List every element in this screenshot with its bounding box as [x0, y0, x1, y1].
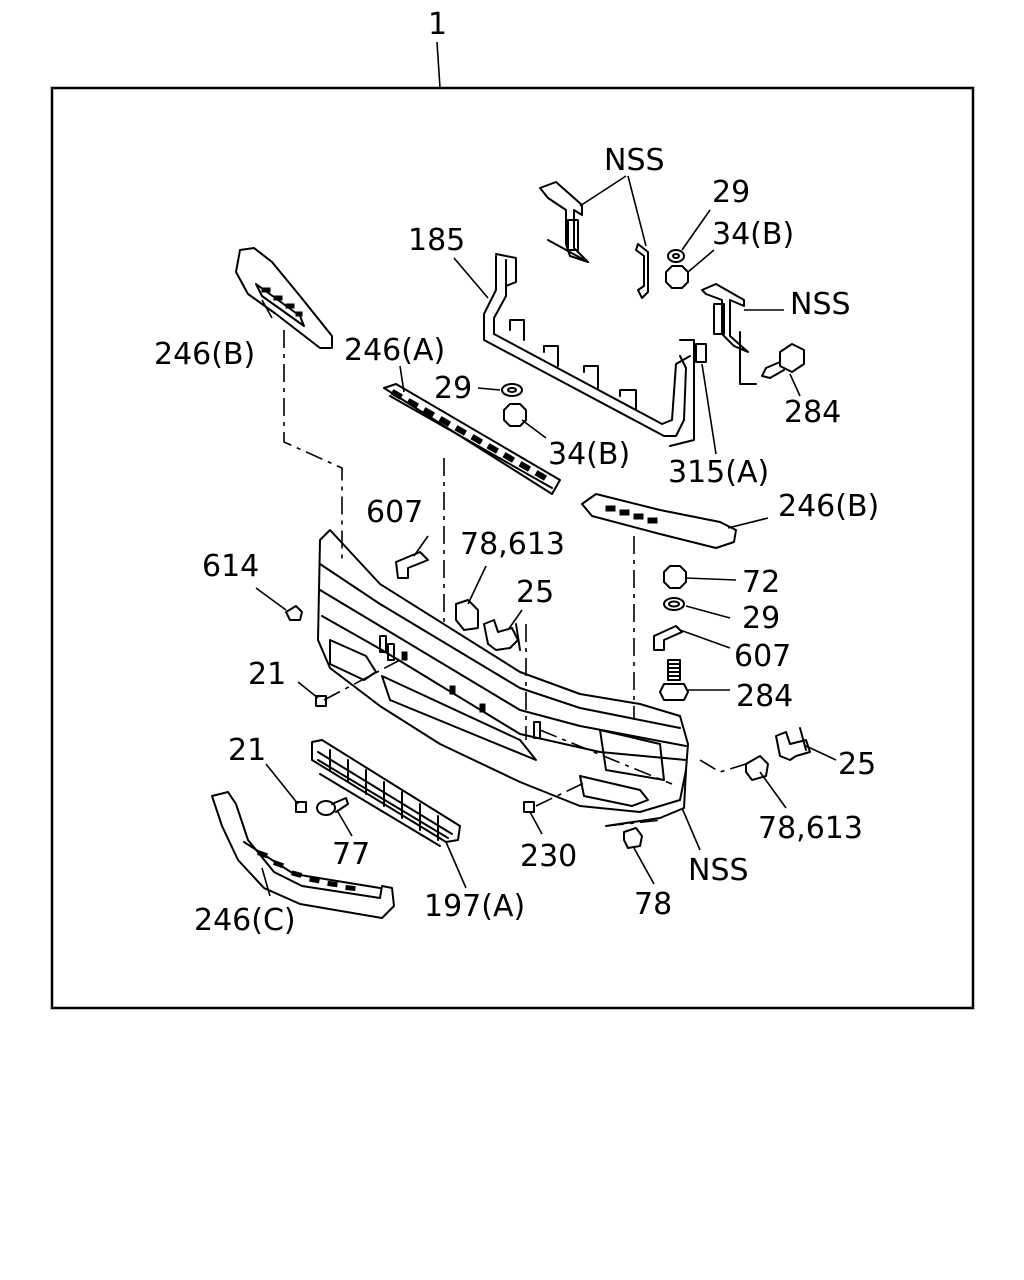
- lower-grille-197a: [311, 739, 461, 847]
- nss-bracket-right: [701, 283, 757, 385]
- label-284-top: 284: [784, 395, 841, 430]
- label-77: 77: [332, 837, 370, 872]
- bolt-284-top: [761, 343, 805, 379]
- nss-bracket-upper: [539, 181, 589, 263]
- phantom-lines: [283, 330, 747, 827]
- bracket-607-right: [653, 625, 683, 651]
- leader-lines: [255, 175, 837, 897]
- label-25-right: 25: [838, 747, 876, 782]
- plate-bracket-78-613-mid: [455, 599, 479, 631]
- label-78-bottom: 78: [634, 887, 672, 922]
- plate-bracket-78-613-right: [745, 755, 769, 781]
- label-25-mid: 25: [516, 575, 554, 610]
- label-nss-right: NSS: [790, 287, 851, 322]
- label-246b-right: 246(B): [778, 489, 879, 524]
- washer-29-mid: [501, 383, 523, 397]
- bracket-607-left: [395, 551, 429, 579]
- label-607-left: 607: [366, 495, 423, 530]
- label-29-mid: 29: [434, 371, 472, 406]
- bracket-78-bottom: [623, 827, 643, 849]
- bolt-284-right: [659, 659, 689, 701]
- nut-72: [663, 565, 687, 589]
- screw-77: [316, 797, 349, 816]
- label-185: 185: [408, 223, 465, 258]
- label-29-right: 29: [742, 601, 780, 636]
- label-197a: 197(A): [424, 889, 525, 924]
- label-nss-top: NSS: [604, 143, 665, 178]
- assembly-frame: [50, 86, 975, 1010]
- label-246b-left: 246(B): [154, 337, 255, 372]
- grille-strip-246a: [383, 383, 561, 495]
- fastener-614: [285, 605, 303, 621]
- assembly-label: 1: [428, 7, 447, 42]
- end-trim-246b-right: [581, 493, 737, 549]
- label-29-top: 29: [712, 175, 750, 210]
- washer-29-right: [663, 597, 685, 611]
- label-78-613-right: 78,613: [758, 811, 863, 846]
- clip-21-lower: [295, 801, 307, 813]
- label-78-613-mid: 78,613: [460, 527, 565, 562]
- label-607-right: 607: [734, 639, 791, 674]
- label-230: 230: [520, 839, 577, 874]
- label-614: 614: [202, 549, 259, 584]
- washer-29-top: [667, 249, 685, 263]
- label-246a: 246(A): [344, 333, 445, 368]
- label-246c: 246(C): [194, 903, 296, 938]
- label-nss-bottom: NSS: [688, 853, 749, 888]
- clip-21-upper: [315, 695, 327, 707]
- end-trim-246b-left: [235, 247, 333, 349]
- nut-34b-mid: [503, 403, 527, 427]
- label-21-upper: 21: [248, 657, 286, 692]
- label-284-right: 284: [736, 679, 793, 714]
- nut-34b-top: [665, 265, 689, 289]
- label-21-lower: 21: [228, 733, 266, 768]
- clip-230: [523, 801, 535, 813]
- nss-bracket-mid: [635, 243, 649, 299]
- assembly-leader: [436, 41, 441, 89]
- label-34b-mid: 34(B): [548, 437, 630, 472]
- label-72: 72: [742, 565, 780, 600]
- label-34b-top: 34(B): [712, 217, 794, 252]
- support-frame-185: [483, 253, 707, 447]
- lower-trim-246c: [211, 791, 395, 919]
- clip-25-mid: [483, 619, 521, 651]
- clip-25-right: [775, 727, 811, 761]
- label-315a: 315(A): [668, 455, 769, 490]
